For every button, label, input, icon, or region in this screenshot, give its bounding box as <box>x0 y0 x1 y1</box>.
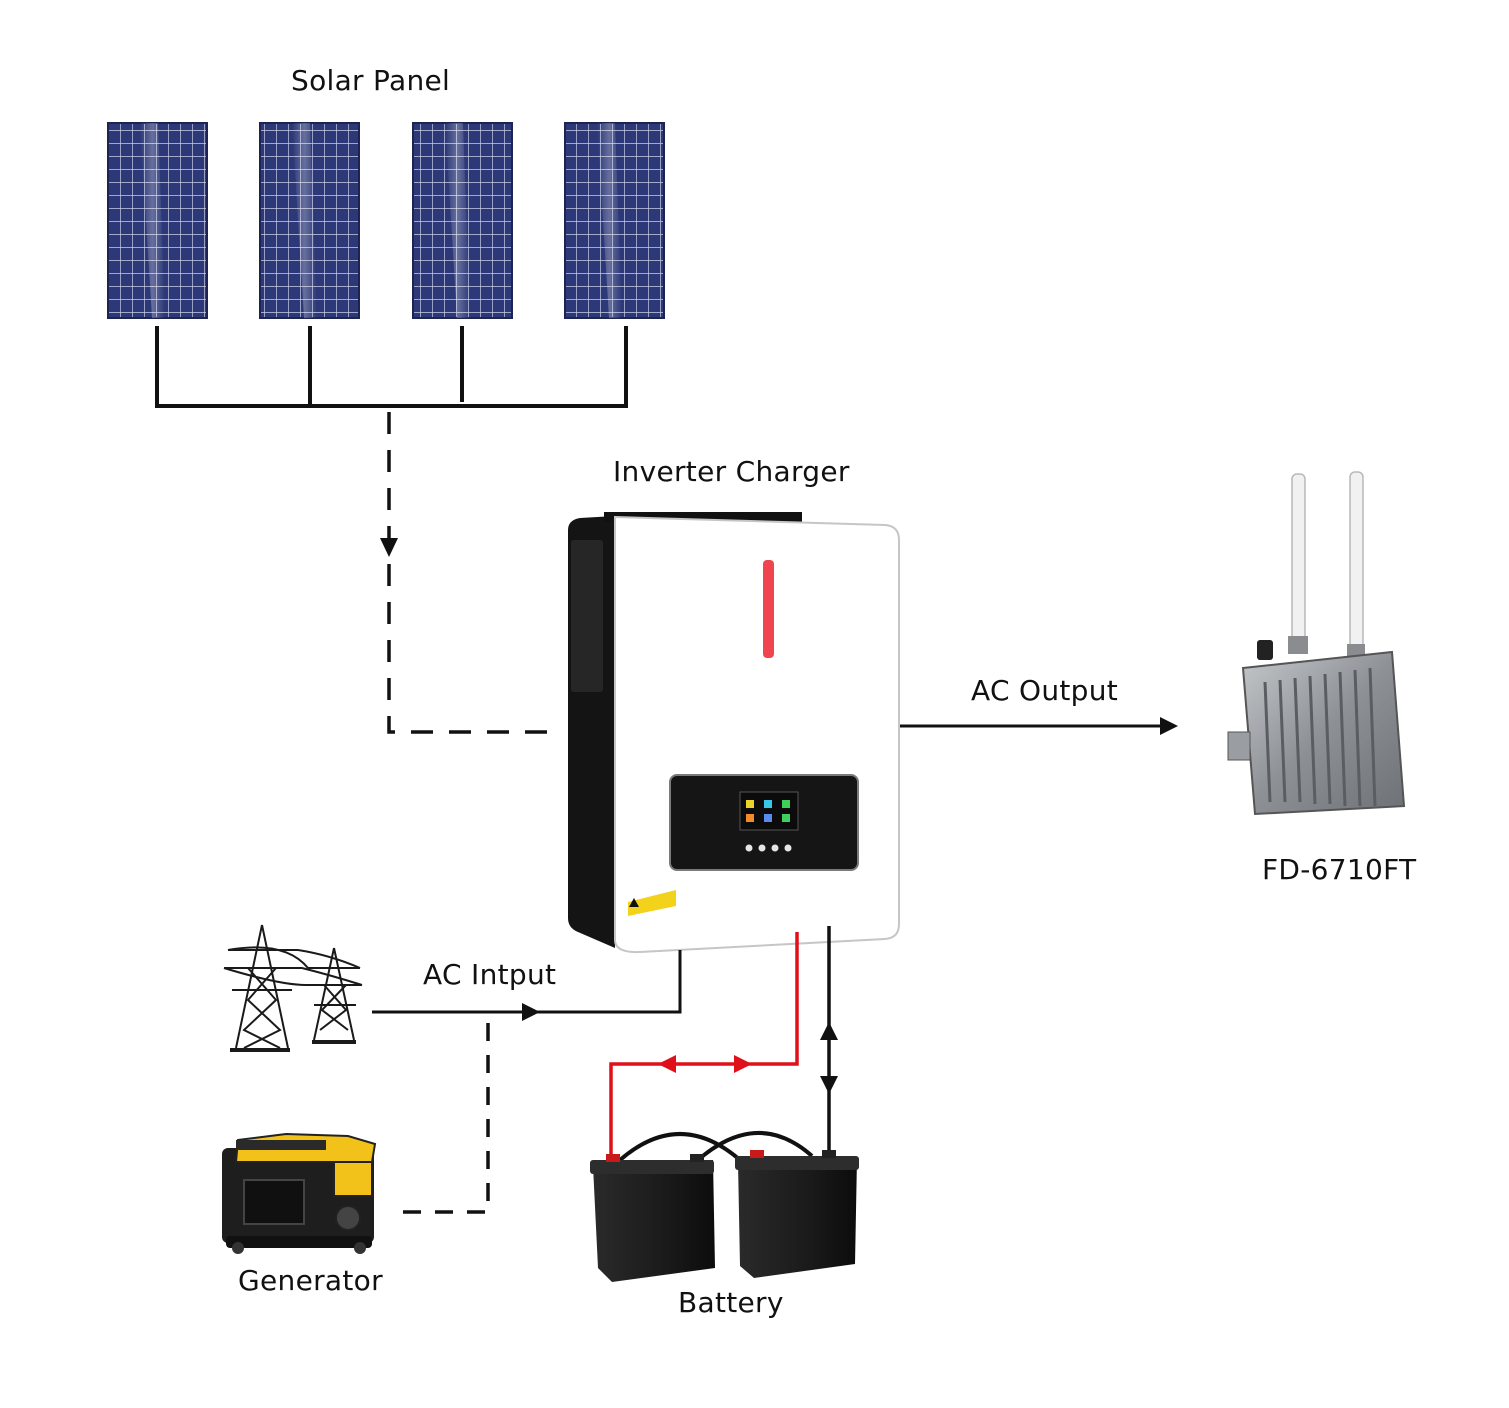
solar-panel-array <box>107 122 665 319</box>
antenna-right <box>1349 471 1364 649</box>
arrow-left-icon <box>658 1055 676 1073</box>
arrow-down-icon <box>380 538 398 557</box>
status-light-bar <box>763 560 774 658</box>
arrow-up-icon <box>820 1022 838 1040</box>
generator-to-input-line <box>403 1016 490 1214</box>
ac-input-line <box>372 950 682 1021</box>
lcd-screen <box>739 791 799 831</box>
power-grid-towers <box>223 924 363 1052</box>
arrow-right-icon <box>734 1055 752 1073</box>
battery-label: Battery <box>678 1286 784 1319</box>
arrow-right-icon <box>1160 717 1178 735</box>
solar-panel-4 <box>564 122 665 319</box>
battery-bank <box>590 1131 859 1282</box>
battery-positive-wire <box>609 932 799 1158</box>
generator-label: Generator <box>238 1264 383 1297</box>
arrow-down-icon <box>820 1076 838 1094</box>
inverter-charger <box>568 512 900 954</box>
arrow-right-icon <box>522 1003 540 1021</box>
battery-negative-wire <box>820 926 838 1154</box>
generator <box>222 1132 377 1254</box>
ac-output-label: AC Output <box>971 674 1119 707</box>
panel-button-1 <box>745 844 753 852</box>
panel-button-2 <box>758 844 766 852</box>
solar-panel-1 <box>107 122 208 319</box>
solar-panel-2 <box>259 122 360 319</box>
warning-icon <box>629 898 639 907</box>
inverter-charger-label: Inverter Charger <box>613 455 850 488</box>
panel-button-4 <box>784 844 792 852</box>
solar-to-inverter-line <box>380 412 548 734</box>
panel-button-3 <box>771 844 779 852</box>
antenna-left <box>1291 473 1306 641</box>
gateway-device <box>1227 471 1406 816</box>
solar-panel-label: Solar Panel <box>291 64 451 97</box>
warning-label <box>628 890 676 916</box>
ac-output-line <box>900 717 1178 735</box>
ac-input-label: AC Intput <box>423 958 557 991</box>
solar-wiring <box>155 326 628 408</box>
device-model-label: FD-6710FT <box>1262 853 1417 886</box>
solar-panel-3 <box>412 122 513 319</box>
battery-1 <box>590 1154 715 1282</box>
battery-2 <box>735 1150 859 1278</box>
